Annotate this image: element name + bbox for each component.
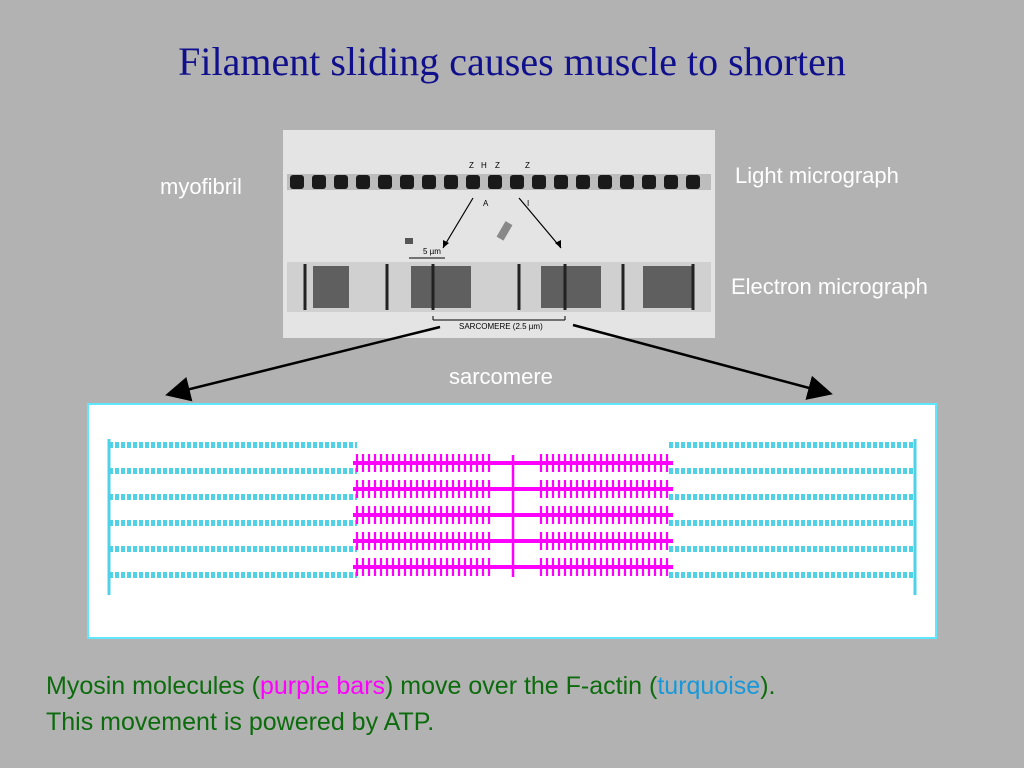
- electron-micrograph-bands: [303, 264, 695, 310]
- left-connector-arrow: [165, 325, 441, 402]
- a-band-em: [643, 266, 693, 308]
- light-micrograph-bands: [290, 175, 700, 189]
- a-band: [312, 175, 326, 189]
- z-letter: Z: [495, 161, 500, 170]
- h-letter: H: [481, 161, 487, 170]
- sarcomere-diagram-panel: [87, 403, 937, 639]
- a-band: [444, 175, 458, 189]
- i-letter: I: [527, 199, 529, 208]
- a-band-em: [411, 266, 471, 308]
- a-letter: A: [483, 199, 489, 208]
- sarcomere-label: sarcomere: [449, 364, 553, 389]
- scale-bar-label: 5 µm: [423, 247, 441, 256]
- a-band: [334, 175, 348, 189]
- a-band: [400, 175, 414, 189]
- actin-keyword: turquoise: [657, 672, 761, 700]
- a-band: [422, 175, 436, 189]
- a-band: [510, 175, 524, 189]
- z-letter: Z: [469, 161, 474, 170]
- caption-line-1: Myosin molecules (purple bars) move over…: [46, 672, 776, 700]
- right-connector-arrow: [572, 323, 833, 400]
- myosin-filaments: [353, 454, 673, 577]
- z-letter: Z: [525, 161, 530, 170]
- electron-micrograph-label: Electron micrograph: [731, 274, 928, 299]
- sarcomere-length-label: SARCOMERE (2.5 µm): [459, 322, 543, 331]
- a-band: [686, 175, 700, 189]
- light-micrograph-label: Light micrograph: [735, 163, 899, 188]
- a-band: [466, 175, 480, 189]
- a-band: [554, 175, 568, 189]
- slide-title: Filament sliding causes muscle to shorte…: [178, 39, 846, 84]
- a-band: [598, 175, 612, 189]
- a-band: [532, 175, 546, 189]
- a-band-em: [313, 266, 349, 308]
- a-band: [576, 175, 590, 189]
- myofibril-label: myofibril: [160, 174, 242, 199]
- a-band: [664, 175, 678, 189]
- micrograph-image: Z H Z Z A I 5 µm SARCOMERE (2.5 µm): [283, 130, 715, 338]
- caption-line-2: This movement is powered by ATP.: [46, 708, 435, 736]
- caption: Myosin molecules (purple bars) move over…: [46, 668, 775, 740]
- myosin-keyword: purple bars: [259, 672, 386, 700]
- a-band: [356, 175, 370, 189]
- a-band-em: [541, 266, 601, 308]
- a-band: [620, 175, 634, 189]
- a-band: [642, 175, 656, 189]
- a-band: [290, 175, 304, 189]
- a-band: [488, 175, 502, 189]
- actin-filaments: [107, 439, 917, 595]
- a-band: [378, 175, 392, 189]
